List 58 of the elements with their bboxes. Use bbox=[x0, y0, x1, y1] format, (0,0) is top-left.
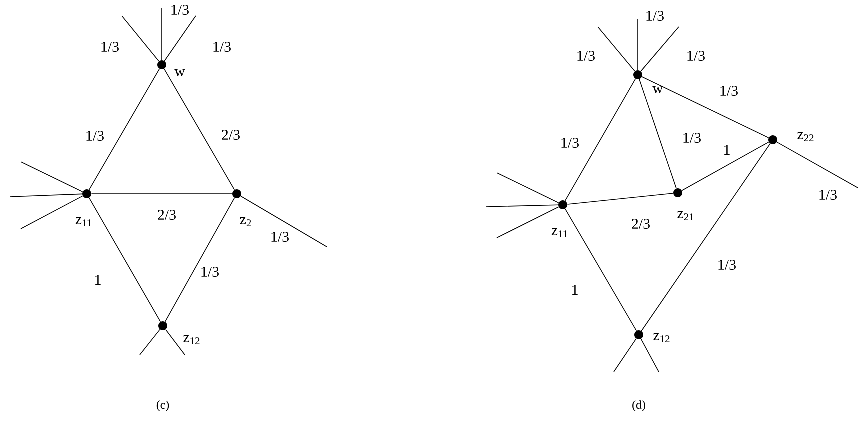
edge-line bbox=[614, 338, 637, 372]
edge-line bbox=[164, 68, 236, 190]
edge-line bbox=[567, 193, 674, 205]
edge-label: 1/3 bbox=[716, 260, 738, 271]
edge-line bbox=[598, 26, 636, 72]
subfigure-caption: (d) bbox=[632, 400, 646, 412]
edge-label: 1/3 bbox=[200, 266, 220, 278]
edge-label: 1 bbox=[94, 274, 102, 286]
edge-label: 1/3 bbox=[212, 42, 232, 53]
edge-label: 1/3 bbox=[84, 130, 106, 142]
edge-line bbox=[165, 329, 186, 356]
edge-line bbox=[88, 68, 160, 190]
vertex-label: w bbox=[652, 86, 664, 94]
edge-line bbox=[640, 26, 680, 72]
edge-line bbox=[564, 78, 636, 202]
vertex-label: z$_{11}$ bbox=[76, 218, 92, 226]
edge-line bbox=[642, 76, 770, 138]
edge-label: 1/3 bbox=[682, 132, 702, 144]
edge-line bbox=[496, 172, 560, 204]
edge-label: 1/3 bbox=[818, 190, 838, 201]
edge-label: 1/3 bbox=[170, 4, 190, 16]
edge-line bbox=[776, 142, 858, 188]
edge-line bbox=[88, 198, 162, 322]
edge-label: 2/3 bbox=[156, 210, 178, 221]
edge-label: 1/3 bbox=[576, 50, 596, 62]
edge-label: 1/3 bbox=[644, 10, 666, 22]
edge-line bbox=[20, 162, 84, 192]
edge-label: 1/3 bbox=[270, 232, 290, 243]
vertex-label: z$_{12}$ bbox=[184, 336, 200, 344]
vertex-label: z$_{21}$ bbox=[678, 212, 694, 220]
edge-line bbox=[486, 204, 559, 208]
vertex-label: z$_{2}$ bbox=[240, 218, 252, 226]
edge-line bbox=[164, 198, 236, 322]
edge-line bbox=[240, 196, 328, 248]
edge-line bbox=[640, 338, 660, 372]
edge-line bbox=[164, 16, 196, 62]
edge-label: 1/3 bbox=[100, 42, 120, 53]
edge-label: 1 bbox=[722, 144, 732, 156]
edge-line bbox=[20, 196, 84, 230]
edge-line bbox=[122, 16, 160, 62]
edge-label: 2/3 bbox=[220, 130, 242, 141]
edge-line bbox=[140, 329, 160, 356]
subfigure-caption: (c) bbox=[156, 400, 170, 412]
edge-label: 1 bbox=[570, 284, 580, 296]
vertex-label: w bbox=[174, 70, 186, 76]
edge-line bbox=[564, 208, 638, 332]
edge-line bbox=[682, 142, 770, 192]
vertex-label: z$_{11}$ bbox=[552, 228, 568, 238]
edge-label: 2/3 bbox=[630, 218, 652, 230]
edge-line bbox=[10, 194, 83, 198]
vertex-label: z$_{22}$ bbox=[798, 132, 814, 142]
edge-line bbox=[496, 206, 560, 238]
vertex-label: z$_{12}$ bbox=[654, 334, 670, 342]
edge-line bbox=[639, 79, 677, 189]
edge-line bbox=[641, 143, 771, 332]
edge-label: 1/3 bbox=[718, 86, 740, 97]
edge-label: 1/3 bbox=[560, 138, 580, 149]
edge-label: 1/3 bbox=[686, 50, 706, 62]
